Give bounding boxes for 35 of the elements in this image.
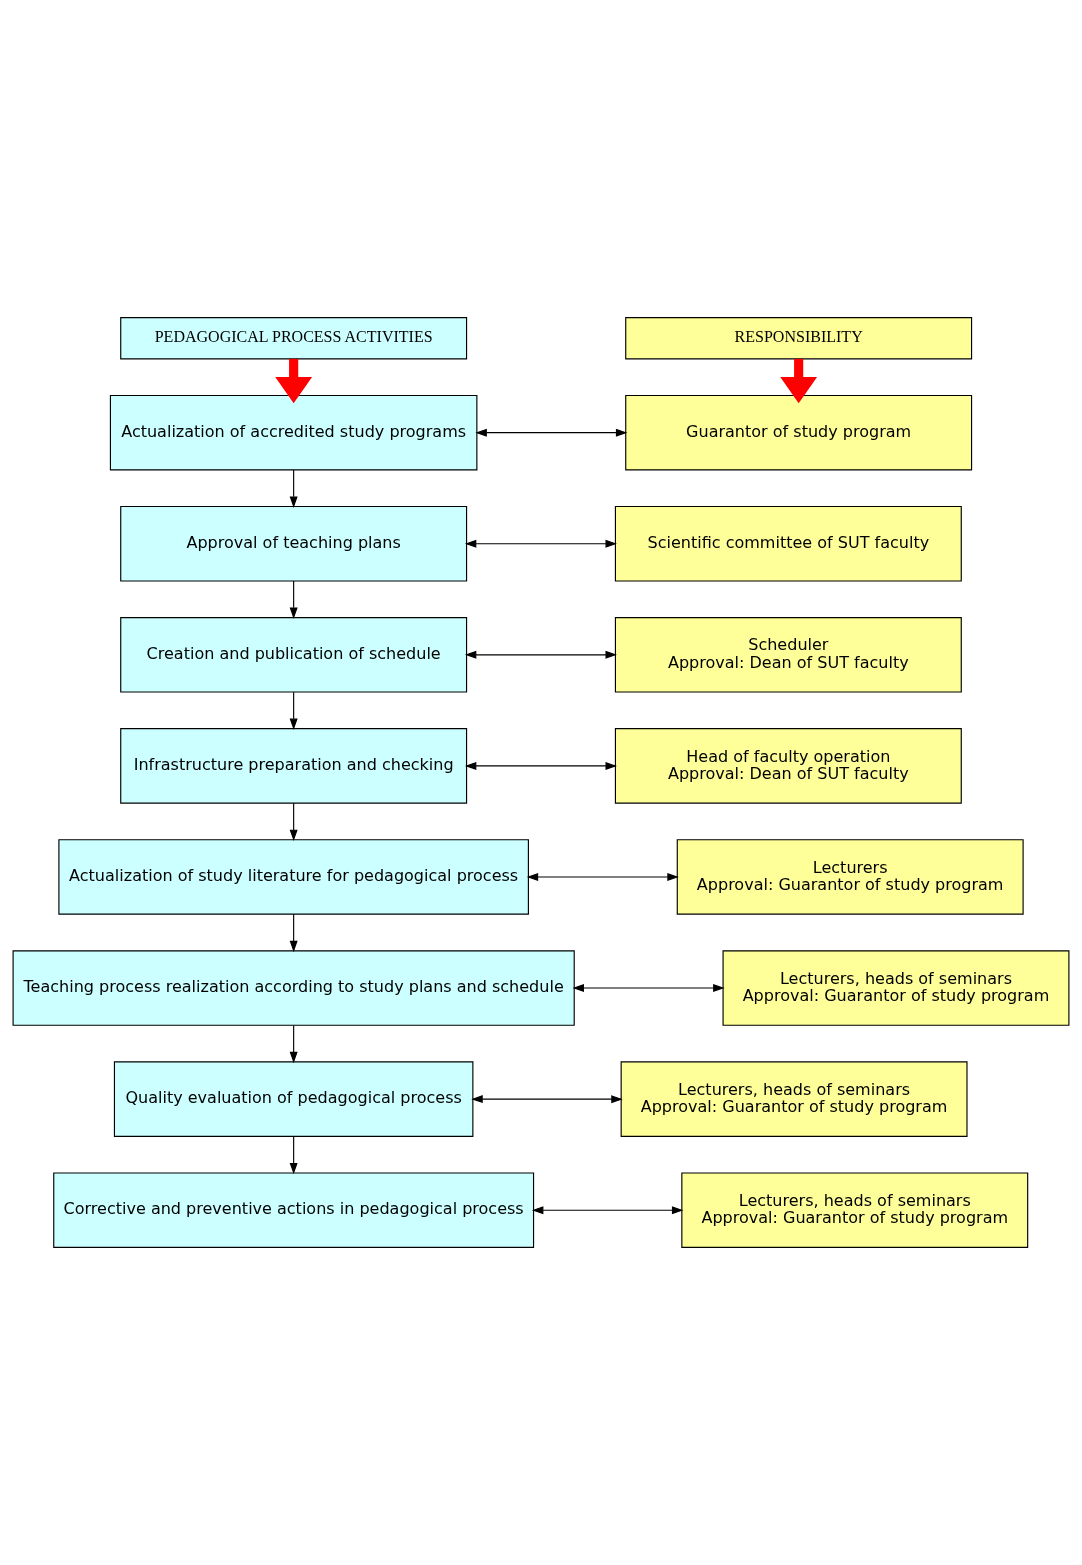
node-box: Approval of teaching plans <box>120 505 468 582</box>
node-box: Lecturers, heads of seminars Approval: Guarantor of study program <box>620 1061 968 1137</box>
arrow <box>475 428 628 437</box>
node-box: PEDAGOGICAL PROCESS ACTIVITIES <box>120 317 468 360</box>
node-box: Lecturers, heads of seminars Approval: Guarantor of study program <box>681 1172 1029 1248</box>
arrow <box>275 358 313 404</box>
arrow <box>464 539 617 548</box>
node-box: Actualization of study literature for pedagogical process <box>58 839 529 915</box>
node-box: Lecturers Approval: Guarantor of study program <box>676 839 1024 915</box>
node-box: Head of faculty operation Approval: Dean of SUT faculty <box>614 728 962 804</box>
arrow <box>780 358 818 404</box>
node-box: Scheduler Approval: Dean of SUT faculty <box>614 617 962 693</box>
arrow <box>526 872 679 881</box>
arrow <box>289 469 298 508</box>
arrow <box>289 1024 298 1064</box>
node-box: Lecturers, heads of seminars Approval: Guarantor of study program <box>722 950 1070 1026</box>
arrow <box>289 1135 298 1175</box>
node-box: Guarantor of study program <box>625 394 973 471</box>
node-box: Quality evaluation of pedagogical process <box>113 1061 474 1137</box>
arrow <box>289 691 298 731</box>
node-box: Actualization of accredited study programs <box>109 394 478 471</box>
arrow <box>471 1095 623 1104</box>
arrow <box>289 580 298 619</box>
node-box: Creation and publication of schedule <box>120 617 468 693</box>
node-box: Corrective and preventive actions in pedagogical process <box>53 1172 535 1248</box>
arrow <box>289 913 298 953</box>
node-box: Infrastructure preparation and checking <box>120 728 468 804</box>
arrow <box>531 1206 684 1215</box>
arrow <box>464 650 617 659</box>
node-box: RESPONSIBILITY <box>625 317 973 360</box>
arrow <box>289 802 298 842</box>
node-box: Scientific committee of SUT faculty <box>614 505 962 582</box>
arrow <box>464 761 617 770</box>
arrow <box>572 984 725 993</box>
node-box: Teaching process realization according to study plans and schedule <box>12 950 575 1026</box>
